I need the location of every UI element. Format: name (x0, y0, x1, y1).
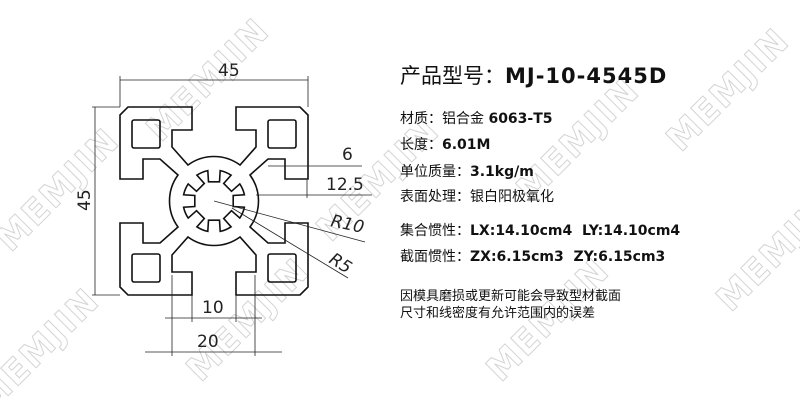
surface-value: 银白阳极氧化 (470, 189, 554, 205)
section-label: 截面惯性： (400, 249, 470, 265)
weight-value: 3.1kg/m (470, 164, 534, 180)
corner-hole (131, 253, 161, 283)
model-row: 产品型号：MJ-10-4545D (400, 60, 667, 90)
length-value: 6.01M (442, 137, 491, 153)
section-value: ZX:6.15cm3 ZY:6.15cm3 (470, 249, 666, 265)
length-label: 长度： (400, 137, 442, 153)
note-line-1: 因模具磨损或更新可能会导致型材截面 (400, 289, 622, 304)
corner-holes (131, 119, 297, 283)
material-row: 材质：铝合金 6063-T5 (400, 108, 553, 128)
note-line-2: 尺寸和线密度有允许范围内的误差 (400, 306, 596, 321)
corner-hole (131, 119, 161, 149)
radius-r5-label: R5 (325, 249, 355, 278)
surface-label: 表面处理： (400, 189, 470, 205)
corner-hole (267, 253, 297, 283)
material-value-cn: 铝合金 (442, 111, 484, 127)
length-row: 长度：6.01M (400, 134, 490, 154)
model-label: 产品型号： (400, 64, 505, 88)
profile-outer-contour (119, 106, 309, 296)
profile-outline (119, 106, 309, 296)
material-value: 6063-T5 (488, 111, 553, 127)
dimension-lines (92, 76, 372, 356)
slot-width-dimension: 6 (342, 145, 353, 165)
height-dimension: 45 (75, 189, 95, 211)
weight-row: 单位质量：3.1kg/m (400, 161, 534, 181)
inertia-value: LX:14.10cm4 LY:14.10cm4 (470, 223, 681, 239)
inertia-row: 集合惯性：LX:14.10cm4 LY:14.10cm4 (400, 220, 680, 240)
surface-row: 表面处理：银白阳极氧化 (400, 186, 554, 206)
opening-dimension: 10 (202, 298, 224, 318)
corner-hole (267, 119, 297, 149)
model-value: MJ-10-4545D (505, 64, 668, 88)
center-bore (182, 169, 246, 233)
slot-pitch-dimension: 20 (197, 332, 219, 352)
material-label: 材质： (400, 111, 442, 127)
slot-depth-dimension: 12.5 (326, 175, 364, 195)
weight-label: 单位质量： (400, 164, 470, 180)
inertia-label: 集合惯性： (400, 223, 470, 239)
width-dimension: 45 (218, 61, 240, 81)
section-modulus-row: 截面惯性：ZX:6.15cm3 ZY:6.15cm3 (400, 246, 665, 266)
